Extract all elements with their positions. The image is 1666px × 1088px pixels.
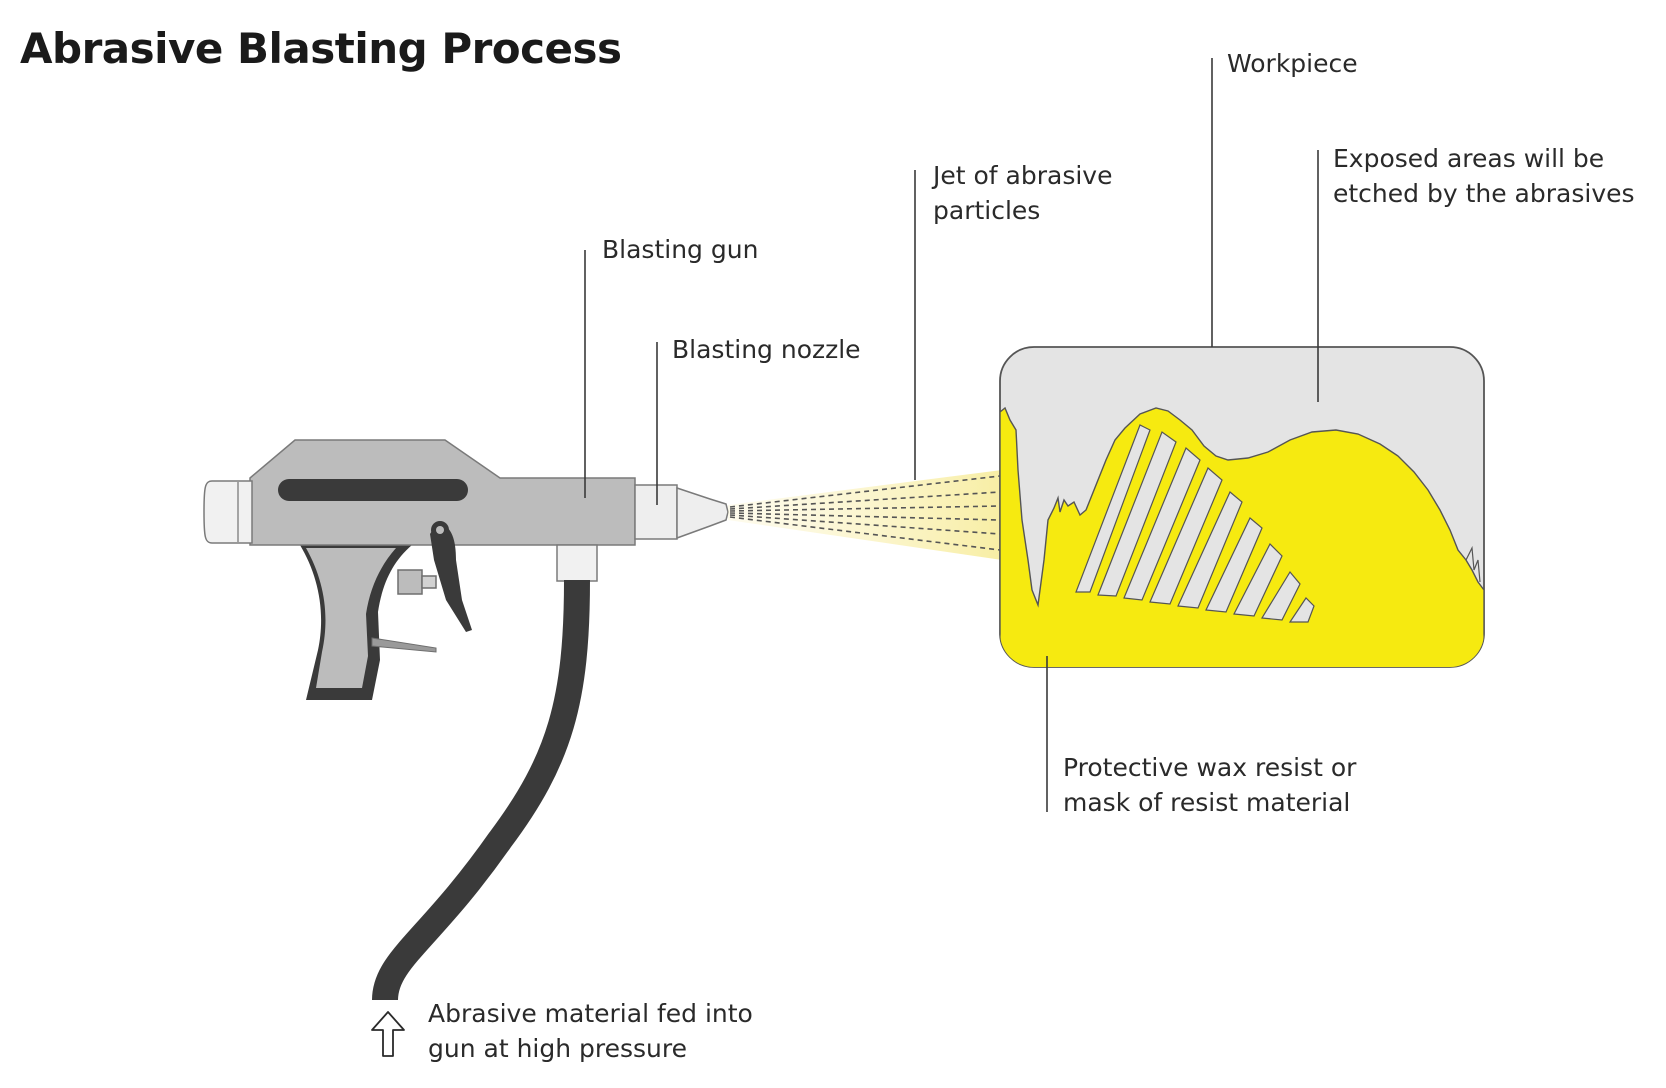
etched-stripes: [1075, 424, 1315, 623]
feed-arrow-icon: [371, 1011, 405, 1057]
gun-trigger: [430, 522, 472, 632]
blasting-nozzle: [634, 484, 729, 540]
label-jet: Jet of abrasive particles: [933, 161, 1113, 225]
gun-slot: [278, 479, 468, 501]
gun-grip-inner: [306, 548, 396, 688]
workpiece: [999, 346, 1485, 668]
blasting-gun: [203, 439, 636, 700]
abrasive-jet: [728, 470, 1002, 560]
label-protective-resist: Protective wax resist or mask of resist …: [1063, 753, 1357, 817]
label-blasting-nozzle: Blasting nozzle: [672, 335, 861, 364]
abrasive-hose: [372, 579, 590, 1001]
hose-connector: [556, 544, 598, 582]
diagram-title: Abrasive Blasting Process: [20, 24, 622, 73]
label-exposed-areas: Exposed areas will be etched by the abra…: [1333, 144, 1635, 208]
label-abrasive-feed: Abrasive material fed into gun at high p…: [428, 999, 753, 1063]
label-blasting-gun: Blasting gun: [602, 235, 759, 264]
label-workpiece: Workpiece: [1227, 49, 1358, 78]
leader-lines: [584, 58, 1319, 812]
gun-rear-cap: [203, 480, 253, 544]
